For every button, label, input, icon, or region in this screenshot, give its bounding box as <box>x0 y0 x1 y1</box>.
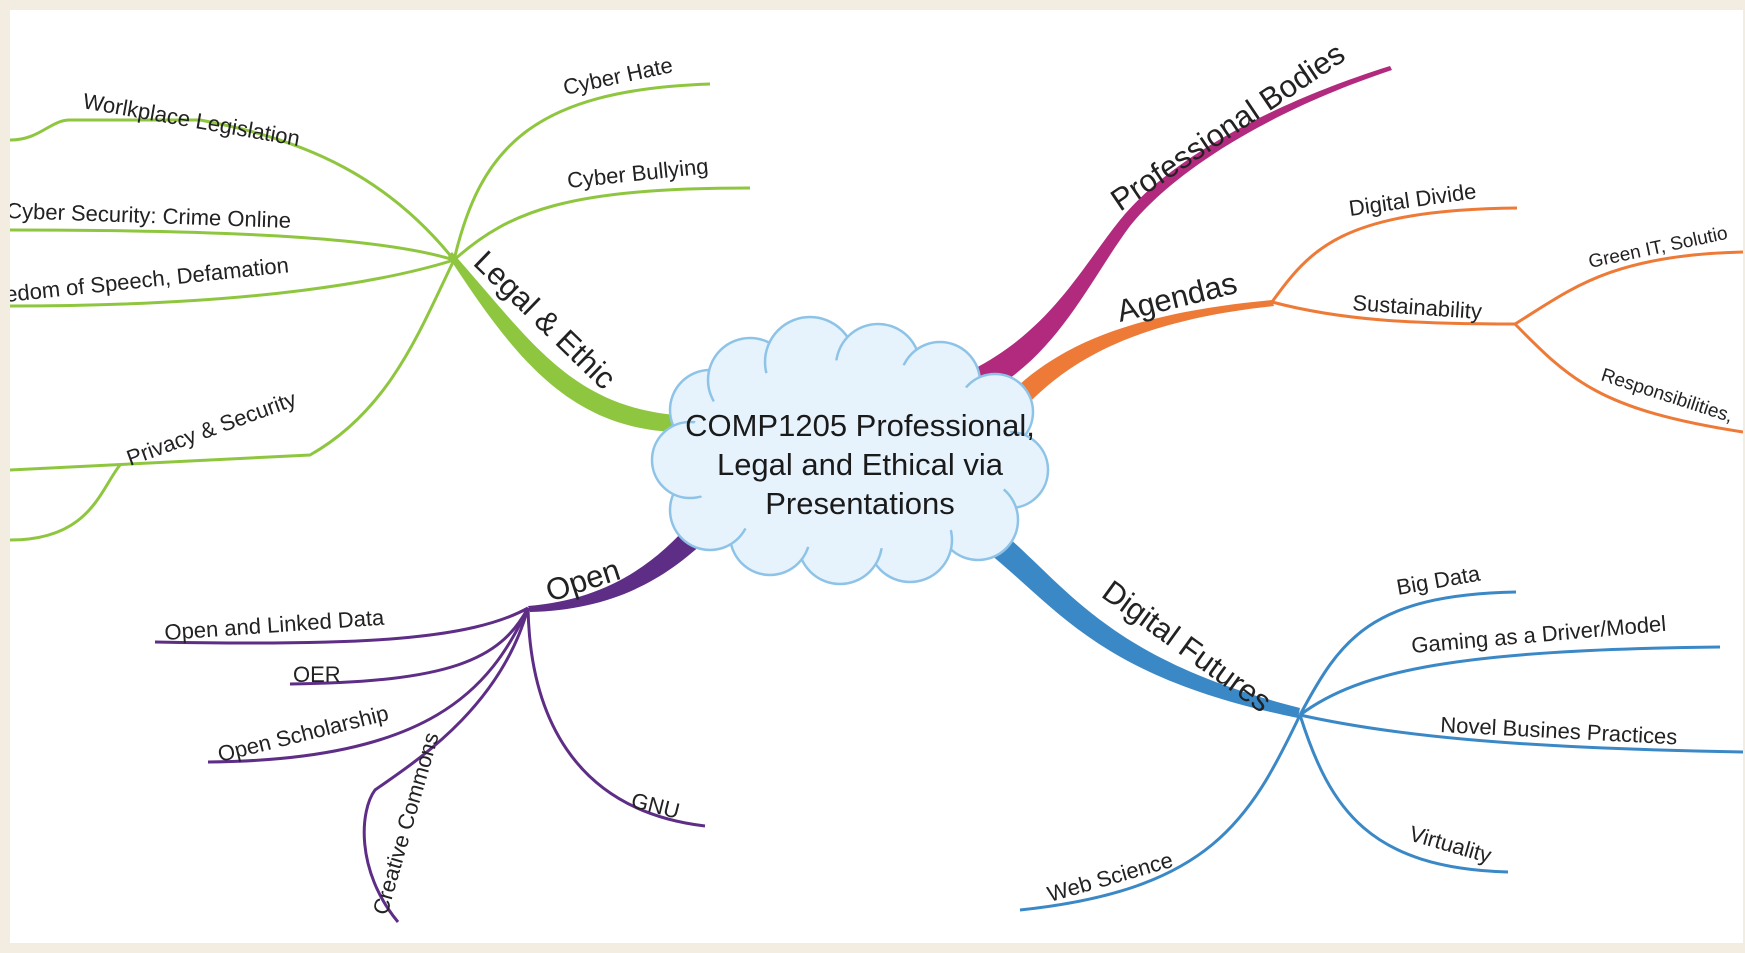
central-topic-line-1: COMP1205 Professional, <box>685 408 1035 443</box>
central-topic-line-2: Legal and Ethical via <box>717 447 1004 482</box>
legal-line-freedom <box>10 258 455 308</box>
branch-professional-label[interactable]: Professional Bodies <box>1104 36 1351 218</box>
digital-line-virtuality <box>1298 714 1509 874</box>
digital-line-big-data <box>1298 590 1517 716</box>
open-subbranches <box>154 606 706 923</box>
open-line-creative-commons <box>362 607 530 923</box>
legal-line-cyber-security <box>10 228 455 262</box>
node-cyber-bullying[interactable]: Cyber Bullying <box>566 153 710 193</box>
legal-subbranches <box>10 82 751 542</box>
branch-agendas-stroke <box>1008 300 1274 410</box>
branch-legal-stroke <box>448 252 675 432</box>
mind-map-canvas: COMP1205 Professional, Legal and Ethical… <box>10 10 1743 943</box>
node-open-linked-data[interactable]: Open and Linked Data <box>164 605 386 645</box>
central-cloud-icon[interactable] <box>650 315 1050 586</box>
agendas-line-digital-divide <box>1270 206 1518 303</box>
open-line-gnu <box>526 607 706 828</box>
node-cyber-security[interactable]: Cyber Security: Crime Online <box>10 198 291 233</box>
open-line-oer <box>289 607 530 686</box>
agendas-line-sustainability <box>1271 300 1516 326</box>
agendas-line-green-it <box>1514 250 1743 326</box>
agendas-subbranches <box>1270 206 1743 434</box>
digital-line-web-science <box>1019 714 1302 912</box>
open-line-linked-data <box>154 606 529 645</box>
node-oer[interactable]: OER <box>293 662 341 687</box>
digital-subbranches <box>1019 590 1743 912</box>
node-virtuality[interactable]: Virtuality <box>1407 821 1495 868</box>
mind-map: COMP1205 Professional, Legal and Ethical… <box>10 36 1743 923</box>
legal-line-cyber-hate <box>452 82 711 261</box>
central-topic-line-3: Presentations <box>765 486 955 521</box>
node-freedom-of-speech[interactable]: edom of Speech, Defamation <box>10 252 290 307</box>
legal-line-privacy <box>10 259 456 472</box>
digital-line-novel <box>1299 713 1743 754</box>
branch-professional-stroke <box>972 66 1392 390</box>
legal-line-workplace <box>10 118 456 261</box>
legal-line-cyber-bullying <box>453 186 751 262</box>
legal-line-privacy-sub <box>10 464 122 542</box>
branch-digital-stroke <box>985 530 1300 718</box>
node-green-it[interactable]: Green IT, Solutio <box>1587 223 1730 273</box>
node-gnu[interactable]: GNU <box>629 788 682 824</box>
node-creative-commons[interactable]: Creative Commons <box>368 729 444 917</box>
agendas-line-responsibilities <box>1513 322 1743 434</box>
open-line-scholarship <box>207 607 530 764</box>
node-novel-business[interactable]: Novel Busines Practices <box>1440 712 1678 749</box>
digital-line-gaming <box>1299 645 1721 717</box>
node-gaming-driver[interactable]: Gaming as a Driver/Model <box>1410 611 1667 658</box>
